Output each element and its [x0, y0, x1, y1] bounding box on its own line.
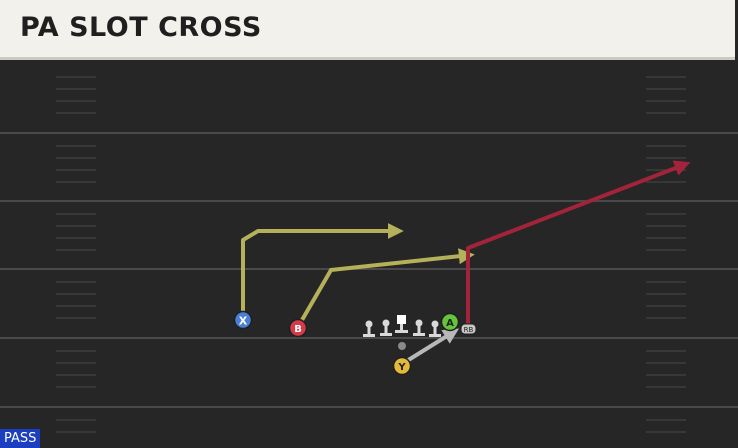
- player-b[interactable]: B: [288, 318, 308, 338]
- lineman-icon: [429, 320, 441, 337]
- player-x-label: X: [239, 315, 248, 328]
- player-y[interactable]: Y: [392, 356, 412, 376]
- route-b: [296, 248, 475, 329]
- route-rb: [466, 160, 691, 325]
- player-y-label: Y: [397, 362, 406, 373]
- route-x: [241, 223, 404, 319]
- player-rb-label: RB: [464, 326, 474, 334]
- player-b-label: B: [294, 324, 302, 335]
- hash-marks-left: [56, 76, 96, 433]
- quarterback-marker: [398, 342, 406, 350]
- offensive-line: [363, 315, 441, 337]
- play-field: X B A RB Y: [0, 60, 738, 448]
- play-type-badge: PASS: [0, 429, 41, 448]
- lineman-icon: [413, 319, 425, 336]
- player-rb[interactable]: RB: [460, 323, 477, 335]
- player-a-label: A: [446, 318, 454, 329]
- player-a[interactable]: A: [440, 312, 460, 332]
- player-x[interactable]: X: [233, 310, 253, 330]
- play-header: PA SLOT CROSS: [0, 0, 735, 60]
- lineman-icon: [380, 319, 392, 336]
- route-y: [400, 328, 460, 366]
- field-background: [0, 60, 738, 448]
- center-icon: [395, 315, 408, 333]
- yard-lines: [0, 132, 738, 408]
- lineman-icon: [363, 320, 375, 337]
- play-title: PA SLOT CROSS: [20, 12, 262, 43]
